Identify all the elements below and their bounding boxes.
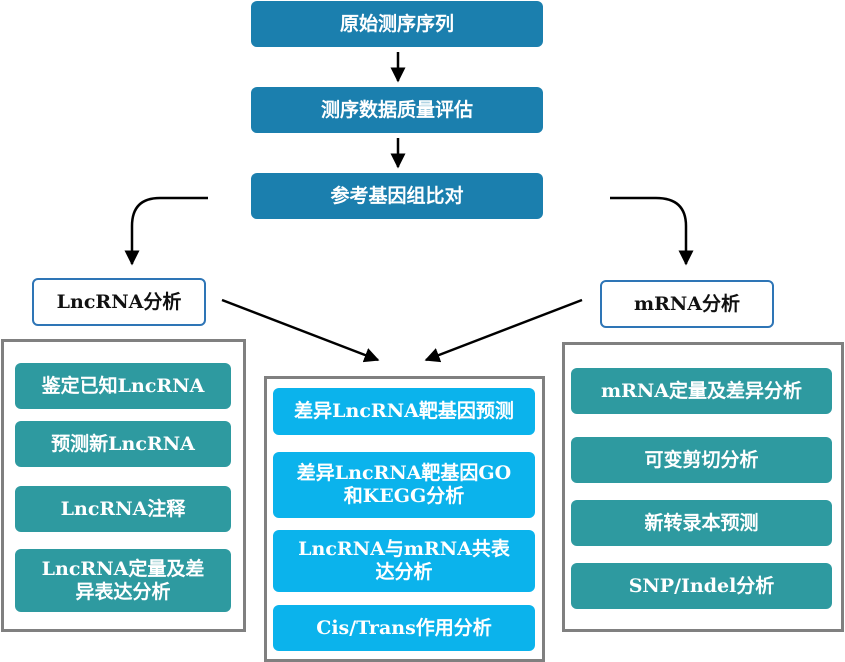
arrow-step3-to-lnc	[124, 196, 208, 266]
arrow-step3-to-mrna	[610, 196, 694, 266]
arrow-lnc-to-center	[221, 298, 380, 363]
lnc-item-known: 鉴定已知LncRNA	[15, 363, 231, 409]
lnc-item-quant-diff: LncRNA定量及差异表达分析	[15, 549, 231, 612]
arrow-mrna-to-center	[424, 298, 583, 363]
flow-step-raw-reads: 原始测序序列	[251, 1, 543, 47]
mrna-item-snp-indel: SNP/Indel分析	[571, 563, 832, 609]
mrna-item-quant-diff: mRNA定量及差异分析	[571, 368, 832, 414]
center-item-coexpression: LncRNA与mRNA共表达分析	[273, 530, 535, 592]
center-item-target-prediction: 差异LncRNA靶基因预测	[273, 388, 535, 435]
center-item-cis-trans: Cis/Trans作用分析	[273, 605, 535, 651]
center-item-go-kegg: 差异LncRNA靶基因GO和KEGG分析	[273, 452, 535, 518]
lnc-analysis-label: LncRNA分析	[32, 278, 206, 326]
flow-step-quality-assessment: 测序数据质量评估	[251, 87, 543, 133]
mrna-item-novel-transcript: 新转录本预测	[571, 500, 832, 546]
flow-step-genome-alignment: 参考基因组比对	[251, 173, 543, 219]
lnc-item-novel: 预测新LncRNA	[15, 421, 231, 467]
lnc-item-annotation: LncRNA注释	[15, 486, 231, 532]
mrna-item-alt-splicing: 可变剪切分析	[571, 437, 832, 483]
mrna-analysis-label: mRNA分析	[600, 280, 774, 328]
